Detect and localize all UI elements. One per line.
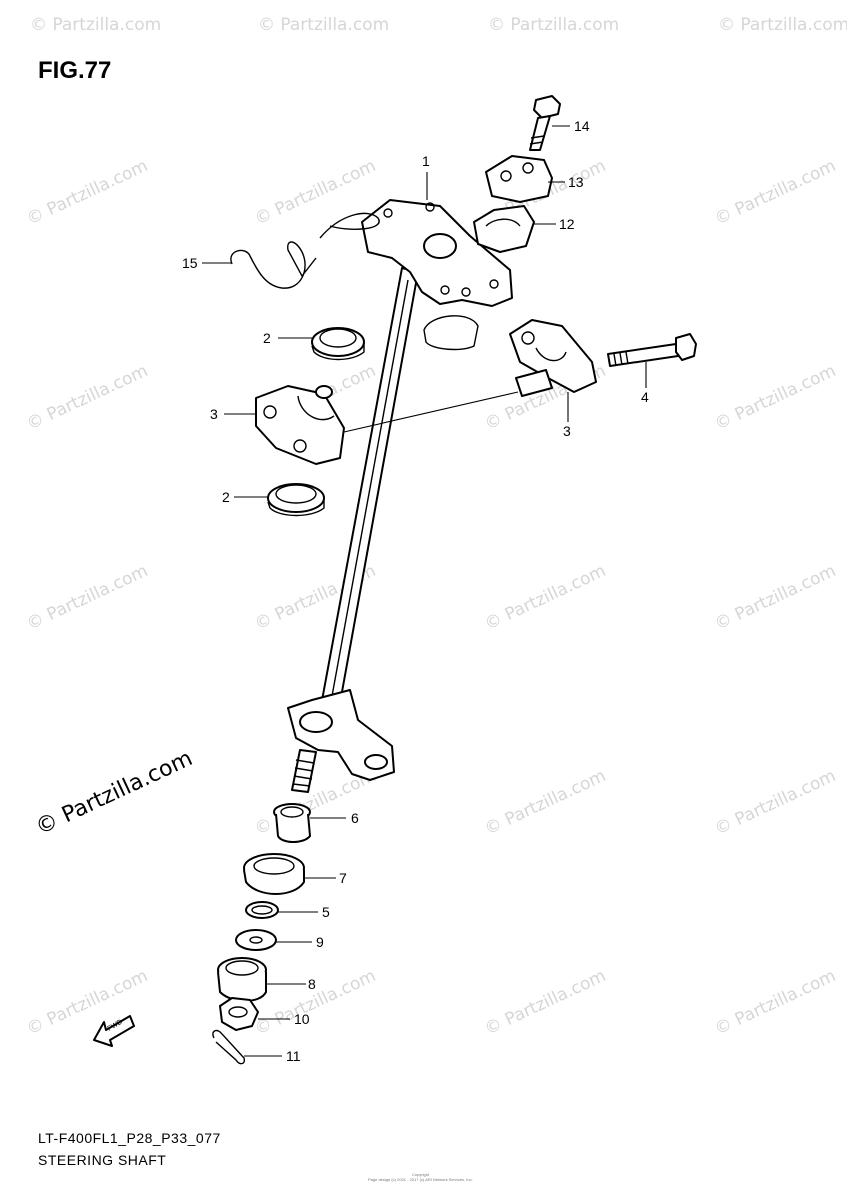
callout-2-lower[interactable]: 2: [222, 489, 230, 505]
o-ring-inner: [251, 905, 273, 915]
wire-guide-loop: [423, 315, 479, 351]
watermark: © Partzilla.com: [712, 361, 839, 435]
watermark-prominent: © Partzilla.com: [32, 746, 196, 840]
watermark: © Partzilla.com: [24, 156, 151, 230]
watermark: © Partzilla.com: [712, 966, 839, 1040]
callout-14[interactable]: 14: [574, 118, 590, 134]
fwd-arrow-icon: FWD: [93, 1015, 135, 1047]
callout-12[interactable]: 12: [559, 216, 575, 232]
watermark: © Partzilla.com: [482, 766, 609, 840]
oil-seal-lower[interactable]: [267, 483, 325, 517]
figure-label: FIG.77: [38, 57, 111, 84]
steering-shaft[interactable]: [287, 199, 513, 793]
wire-clip-part[interactable]: [230, 241, 317, 289]
callout-3-left[interactable]: 3: [210, 406, 218, 422]
watermark: © Partzilla.com: [258, 15, 389, 35]
watermark: © Partzilla.com: [488, 15, 619, 35]
callout-11[interactable]: 11: [286, 1048, 301, 1064]
watermark: © Partzilla.com: [712, 561, 839, 635]
shaft-holder-right[interactable]: [509, 319, 597, 397]
watermark: © Partzilla.com: [482, 966, 609, 1040]
section-title: STEERING SHAFT: [38, 1152, 166, 1168]
leader-lines: [202, 125, 647, 1057]
washer-part-9[interactable]: [235, 929, 277, 951]
watermark: © Partzilla.com: [30, 15, 161, 35]
callout-7[interactable]: 7: [339, 870, 347, 886]
watermark: © Partzilla.com: [712, 766, 839, 840]
alignment-line: [343, 391, 519, 433]
watermark: © Partzilla.com: [24, 966, 151, 1040]
handlebar-clamp-lower[interactable]: [473, 205, 535, 253]
watermark: © Partzilla.com: [252, 156, 379, 230]
callout-13[interactable]: 13: [568, 174, 584, 190]
handlebar-clamp-upper[interactable]: [485, 155, 553, 203]
bolt-part-14[interactable]: [529, 95, 561, 151]
oil-seal-upper[interactable]: [311, 327, 365, 361]
o-ring-part-5[interactable]: [245, 901, 279, 919]
watermark: © Partzilla.com: [24, 561, 151, 635]
cotter-pin-part-11[interactable]: [212, 1029, 246, 1065]
callout-5[interactable]: 5: [322, 904, 330, 920]
copyright-line-2: Page design (c) 2001 - 2017 (c) ARI Netw…: [368, 1177, 473, 1182]
watermark: © Partzilla.com: [718, 15, 847, 35]
bolt-part-4[interactable]: [607, 333, 697, 367]
callout-6[interactable]: 6: [351, 810, 359, 826]
callout-15[interactable]: 15: [182, 255, 198, 271]
callout-labels: 1 14 13 12 15 2 3 3 4 2 6 7 5 9 8 10 11: [182, 118, 649, 1064]
seal-part-8[interactable]: [217, 957, 267, 1002]
watermark-layer: © Partzilla.com © Partzilla.com © Partzi…: [24, 15, 847, 1040]
shaft-holder-left[interactable]: [255, 385, 345, 465]
callout-10[interactable]: 10: [294, 1011, 310, 1027]
nut-part-10[interactable]: [219, 997, 259, 1031]
wire-guide: [319, 212, 380, 239]
callout-8[interactable]: 8: [308, 976, 316, 992]
copyright-line-1: Copyright: [412, 1172, 430, 1177]
model-code: LT-F400FL1_P28_P33_077: [38, 1130, 221, 1146]
watermark: © Partzilla.com: [712, 156, 839, 230]
callout-2-upper[interactable]: 2: [263, 330, 271, 346]
bushing-part-6[interactable]: [273, 803, 311, 843]
washer-hole: [249, 936, 263, 944]
callout-4[interactable]: 4: [641, 389, 649, 405]
callout-3-right[interactable]: 3: [563, 423, 571, 439]
callout-1[interactable]: 1: [422, 153, 430, 169]
bearing-part-7[interactable]: [243, 853, 305, 895]
watermark: © Partzilla.com: [24, 361, 151, 435]
callout-9[interactable]: 9: [316, 934, 324, 950]
watermark: © Partzilla.com: [482, 561, 609, 635]
